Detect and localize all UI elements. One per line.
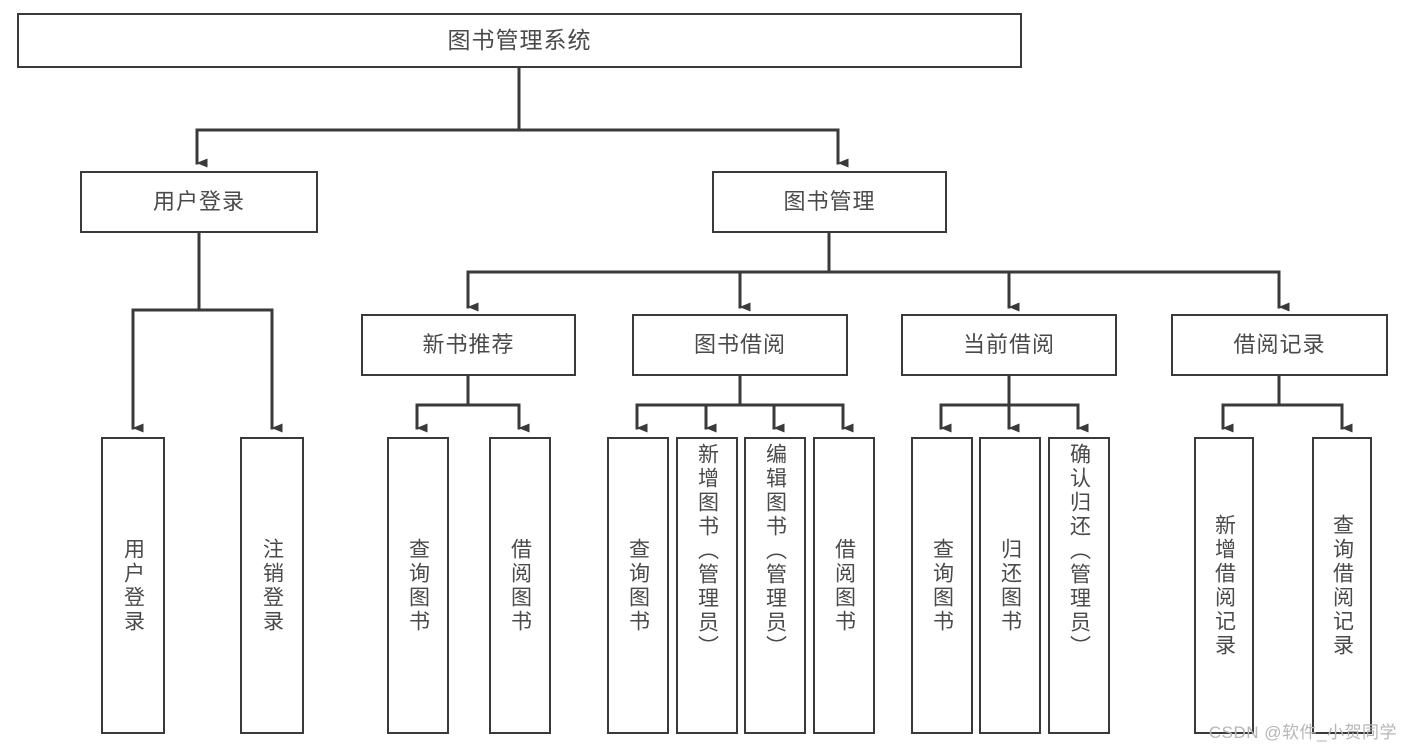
node-label: 图书管理系统	[447, 27, 592, 54]
leaf-confirm-return[interactable]: 确认归还（管理员）	[1048, 437, 1110, 734]
leaf-query-book-current[interactable]: 查询图书	[911, 437, 973, 734]
leaf-add-book[interactable]: 新增图书（管理员）	[676, 437, 738, 734]
node-user-login[interactable]: 用户登录	[80, 171, 318, 233]
leaf-query-book-borrow[interactable]: 查询图书	[607, 437, 669, 734]
node-borrow-record[interactable]: 借阅记录	[1171, 314, 1388, 376]
node-label: 编辑图书（管理员）	[763, 443, 787, 659]
node-label: 新书推荐	[422, 332, 515, 358]
node-label: 归还图书	[998, 537, 1022, 634]
leaf-query-borrow-record[interactable]: 查询借阅记录	[1312, 437, 1372, 734]
node-label: 新增图书（管理员）	[695, 443, 719, 659]
node-label: 图书管理	[783, 189, 876, 215]
node-label: 当前借阅	[962, 332, 1055, 358]
node-label: 注销登录	[260, 537, 284, 634]
leaf-add-borrow-record[interactable]: 新增借阅记录	[1194, 437, 1254, 734]
leaf-logout-login[interactable]: 注销登录	[240, 437, 304, 734]
node-root-system[interactable]: 图书管理系统	[17, 13, 1022, 68]
watermark-text: CSDN @软件_小贺同学	[1208, 723, 1397, 742]
node-label: 用户登录	[152, 189, 245, 215]
node-label: 用户登录	[121, 537, 145, 634]
leaf-edit-book[interactable]: 编辑图书（管理员）	[744, 437, 806, 734]
node-current-borrow[interactable]: 当前借阅	[901, 314, 1117, 376]
node-label: 查询借阅记录	[1330, 513, 1354, 658]
node-label: 借阅图书	[508, 537, 532, 634]
leaf-user-login[interactable]: 用户登录	[101, 437, 165, 734]
node-label: 借阅记录	[1233, 332, 1326, 358]
leaf-borrow-book-recommend[interactable]: 借阅图书	[489, 437, 551, 734]
node-label: 查询图书	[626, 537, 650, 634]
node-label: 确认归还（管理员）	[1067, 443, 1091, 659]
leaf-return-book[interactable]: 归还图书	[979, 437, 1041, 734]
node-label: 新增借阅记录	[1212, 513, 1236, 658]
node-label: 查询图书	[406, 537, 430, 634]
node-label: 查询图书	[930, 537, 954, 634]
node-book-borrow[interactable]: 图书借阅	[632, 314, 848, 376]
node-label: 图书借阅	[693, 332, 786, 358]
node-book-management[interactable]: 图书管理	[712, 171, 947, 233]
leaf-borrow-book-borrow[interactable]: 借阅图书	[813, 437, 875, 734]
node-new-book-recommend[interactable]: 新书推荐	[361, 314, 576, 376]
leaf-query-book-recommend[interactable]: 查询图书	[387, 437, 449, 734]
node-label: 借阅图书	[832, 537, 856, 634]
